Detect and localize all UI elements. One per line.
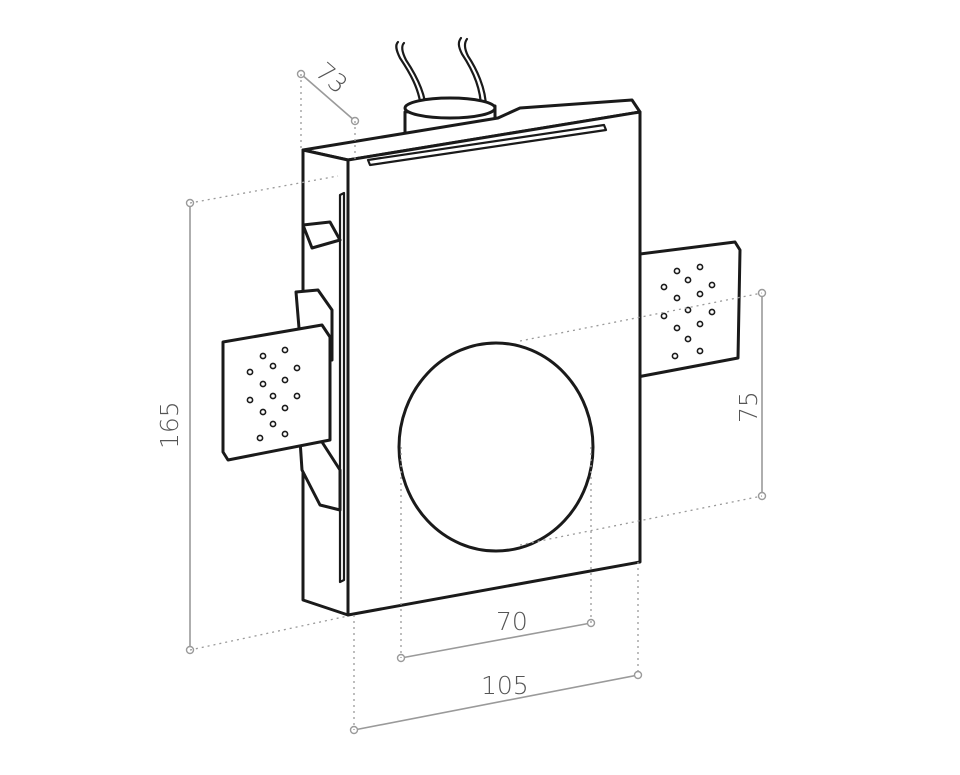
opening-height-label: 75 — [734, 391, 763, 423]
opening-width-dimension: 70 — [396, 447, 596, 663]
right-mounting-fin — [630, 240, 742, 380]
left-mounting-fin — [221, 323, 332, 462]
height-dimension: 165 — [155, 175, 349, 655]
width-label: 105 — [481, 671, 529, 700]
right-fin-holes — [660, 263, 716, 360]
height-label: 165 — [155, 401, 184, 449]
opening-height-dimension: 75 — [519, 288, 767, 546]
depth-label: 73 — [310, 57, 353, 100]
opening-width-label: 70 — [496, 607, 528, 636]
width-dimension: 105 — [349, 562, 643, 735]
power-wires — [395, 36, 488, 114]
light-aperture — [397, 341, 595, 553]
left-fin-holes — [246, 346, 301, 442]
